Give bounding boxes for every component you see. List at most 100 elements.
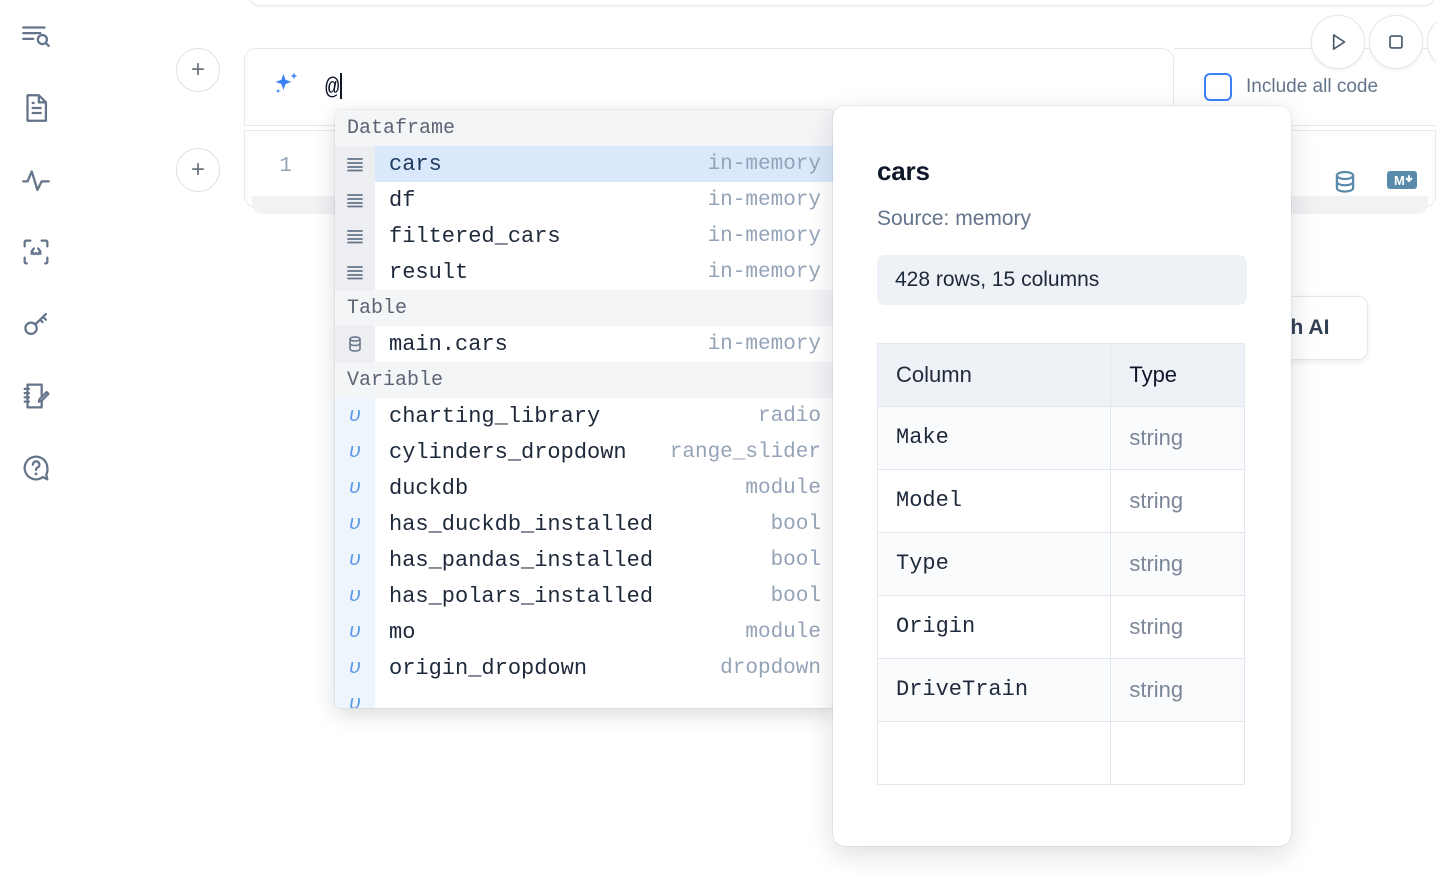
autocomplete-item-name: result: [389, 259, 469, 285]
column-type: string: [1129, 551, 1184, 576]
autocomplete-item[interactable]: υ mo module: [335, 614, 835, 650]
variable-icon: υ: [335, 578, 375, 614]
key-icon[interactable]: [14, 302, 58, 346]
ai-prompt-input[interactable]: @: [325, 72, 343, 102]
activity-pulse-icon[interactable]: [14, 158, 58, 202]
autocomplete-item-name: cars: [389, 151, 442, 177]
markdown-icon[interactable]: M: [1386, 168, 1418, 203]
autocomplete-item[interactable]: filtered_cars in-memory: [335, 218, 835, 254]
autocomplete-item-name: mo: [389, 619, 416, 645]
table-row: Model string: [878, 470, 1244, 533]
autocomplete-item-name: filtered_cars: [389, 223, 561, 249]
autocomplete-item-type: range_slider: [669, 440, 821, 464]
autocomplete-item-name: cylinders_dropdown: [389, 439, 627, 465]
variable-icon: υ: [335, 542, 375, 578]
autocomplete-item-name: charting_library: [389, 403, 601, 429]
type-header: Type: [1129, 362, 1178, 387]
database-icon[interactable]: [1330, 168, 1360, 203]
variable-icon: υ: [335, 470, 375, 506]
autocomplete-section-header: Variable: [335, 362, 835, 398]
autocomplete-item-type: radio: [757, 404, 821, 428]
table-database-icon: [335, 326, 375, 362]
autocomplete-item-type: in-memory: [707, 332, 821, 356]
autocomplete-item[interactable]: υ has_duckdb_installed bool: [335, 506, 835, 542]
column-type: string: [1129, 677, 1184, 702]
table-row-clipped: [878, 722, 1244, 785]
code-brackets-icon[interactable]: [14, 230, 58, 274]
notebook-edit-icon[interactable]: [14, 374, 58, 418]
autocomplete-item[interactable]: υ has_polars_installed bool: [335, 578, 835, 614]
schema-table: Column Type Make string Model string Typ…: [877, 343, 1245, 785]
table-row: DriveTrain string: [878, 659, 1244, 722]
autocomplete-item-type: in-memory: [707, 224, 821, 248]
table-header-row: Column Type: [878, 344, 1244, 407]
autocomplete-item[interactable]: υ charting_library radio: [335, 398, 835, 434]
column-name: Type: [878, 533, 1112, 595]
autocomplete-item-name: df: [389, 187, 416, 213]
variable-icon: υ: [335, 434, 375, 470]
run-button[interactable]: [1311, 15, 1365, 69]
column-name: DriveTrain: [878, 659, 1112, 721]
ai-prompt-value: @: [325, 74, 340, 102]
dataframe-icon: [335, 182, 375, 218]
include-all-code-label: Include all code: [1246, 76, 1379, 97]
autocomplete-item-type: bool: [770, 584, 821, 608]
info-panel-shape: 428 rows, 15 columns: [877, 255, 1247, 305]
autocomplete-item[interactable]: result in-memory: [335, 254, 835, 290]
info-panel-source: Source: memory: [877, 207, 1032, 230]
autocomplete-item-name: has_pandas_installed: [389, 547, 654, 573]
variable-icon: υ: [335, 686, 375, 708]
column-type: string: [1129, 488, 1184, 513]
autocomplete-item-name: duckdb: [389, 475, 469, 501]
column-name: Make: [878, 407, 1112, 469]
cell-action-icons: M: [1330, 168, 1418, 203]
autocomplete-section-header: Table: [335, 290, 835, 326]
text-caret: [340, 72, 343, 99]
file-document-icon[interactable]: [14, 86, 58, 130]
explore-search-icon[interactable]: [14, 14, 58, 58]
autocomplete-item-name: origin_dropdown: [389, 655, 588, 681]
autocomplete-item-type: bool: [770, 548, 821, 572]
autocomplete-item[interactable]: υ cylinders_dropdown range_slider: [335, 434, 835, 470]
dataframe-icon: [335, 146, 375, 182]
help-question-icon[interactable]: [14, 446, 58, 490]
autocomplete-item-type: in-memory: [707, 152, 821, 176]
autocomplete-item[interactable]: cars in-memory: [335, 146, 835, 182]
add-cell-button-top[interactable]: +: [176, 48, 220, 92]
column-header: Column: [878, 344, 1112, 406]
autocomplete-item-name: main.cars: [389, 331, 508, 357]
table-row: Origin string: [878, 596, 1244, 659]
autocomplete-item-type: bool: [770, 512, 821, 536]
stop-button[interactable]: [1369, 15, 1423, 69]
autocomplete-item[interactable]: υ origin_dropdown dropdown: [335, 650, 835, 686]
dataframe-icon: [335, 218, 375, 254]
include-all-code-checkbox[interactable]: [1204, 73, 1232, 101]
column-type: string: [1129, 425, 1184, 450]
variable-icon: υ: [335, 650, 375, 686]
add-cell-button-bottom[interactable]: +: [176, 148, 220, 192]
column-name: Model: [878, 470, 1112, 532]
autocomplete-item-type: in-memory: [707, 260, 821, 284]
line-number: 1: [279, 155, 292, 178]
sidebar-rail: [0, 0, 72, 874]
autocomplete-item-type: module: [745, 476, 821, 500]
autocomplete-item-name: has_duckdb_installed: [389, 511, 654, 537]
autocomplete-item[interactable]: υ duckdb module: [335, 470, 835, 506]
autocomplete-item[interactable]: main.cars in-memory: [335, 326, 835, 362]
variable-icon: υ: [335, 614, 375, 650]
variable-icon: υ: [335, 506, 375, 542]
variable-icon: υ: [335, 398, 375, 434]
sparkles-icon: [269, 68, 303, 107]
autocomplete-item[interactable]: υ has_pandas_installed bool: [335, 542, 835, 578]
autocomplete-dropdown: Dataframe cars in-memory df in-memory fi…: [335, 110, 835, 708]
table-row: Type string: [878, 533, 1244, 596]
column-type: string: [1129, 614, 1184, 639]
autocomplete-item-type: module: [745, 620, 821, 644]
info-panel-title: cars: [877, 156, 930, 186]
autocomplete-item-clipped[interactable]: υ: [335, 686, 835, 708]
autocomplete-item-type: in-memory: [707, 188, 821, 212]
dataframe-info-panel: cars Source: memory 428 rows, 15 columns…: [833, 106, 1291, 846]
autocomplete-item[interactable]: df in-memory: [335, 182, 835, 218]
autocomplete-section-header: Dataframe: [335, 110, 835, 146]
